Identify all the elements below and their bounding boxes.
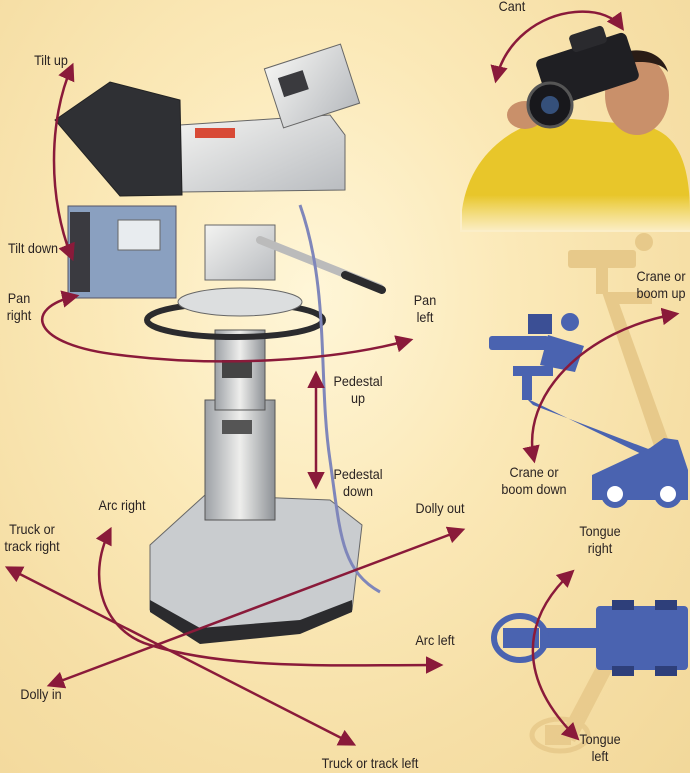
studio-pedestal-camera [55,44,382,644]
label-pedestal-down: Pedestal down [329,466,387,500]
label-dolly-out: Dolly out [413,500,467,517]
label-truck-right: Truck or track right [3,521,61,555]
pan-head [205,225,275,280]
label-arc-right: Arc right [97,497,147,514]
label-tongue-left: Tongue left [577,731,624,765]
label-tongue-right: Tongue right [577,523,624,557]
label-truck-left: Truck or track left [318,755,422,772]
label-tilt-down: Tilt down [3,240,62,257]
label-tilt-up: Tilt up [29,52,74,69]
crane-raised [568,233,672,452]
tongue-diagram [494,600,688,751]
label-pedestal-up: Pedestal up [329,373,387,407]
handheld-camera-operator [460,25,690,232]
label-pan-left: Pan left [412,292,439,326]
label-dolly-in: Dolly in [19,686,64,703]
tongue-blue [494,600,688,676]
camera-top-unit [264,44,359,128]
label-arc-left: Arc left [411,632,460,649]
label-cant: Cant [494,0,530,15]
pedestal-column-lower [205,400,275,520]
prompter-hood [55,82,182,196]
label-crane-up: Crane or boom up [633,268,689,302]
label-crane-down: Crane or boom down [500,464,568,498]
camera-body [180,115,345,192]
label-pan-right: Pan right [4,290,35,324]
